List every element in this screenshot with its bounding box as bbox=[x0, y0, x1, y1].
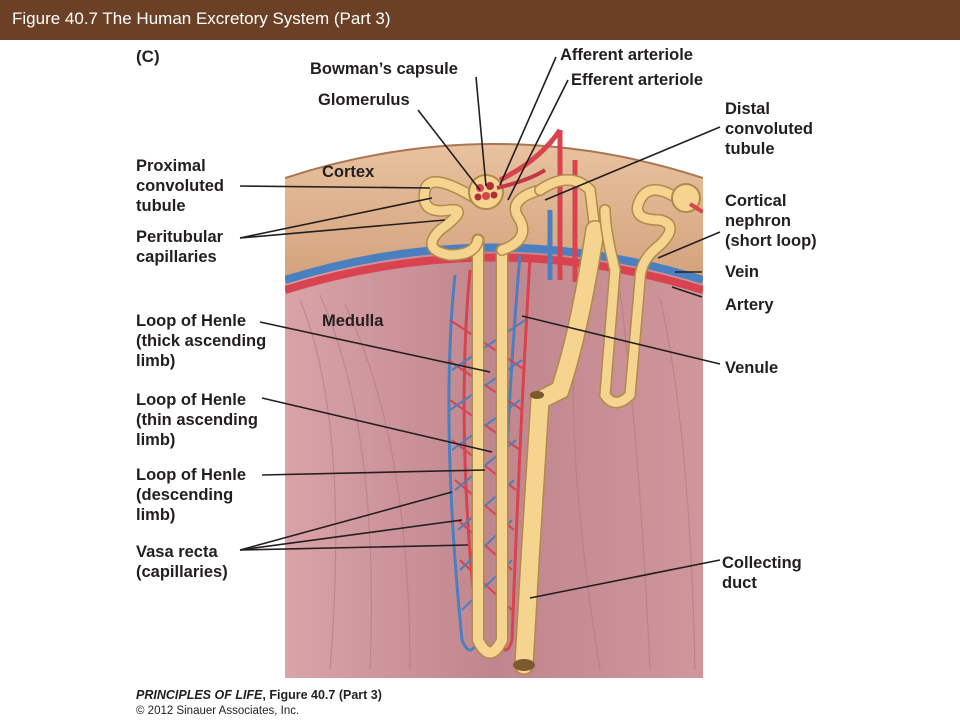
efferent-arteriole-label: Efferent arteriole bbox=[571, 71, 704, 89]
figure-title: Figure 40.7 The Human Excretory System (… bbox=[12, 9, 391, 28]
cortex-label: Cortex bbox=[322, 163, 375, 181]
proximal-tubule bbox=[418, 176, 546, 262]
loop-thin-ascending-label: Loop of Henle (thin ascending limb) bbox=[136, 391, 258, 449]
afferent-arteriole-label: Afferent arteriole bbox=[560, 46, 693, 64]
proximal-tubule-label: Proximal convoluted tubule bbox=[136, 157, 225, 215]
medulla-striations bbox=[299, 289, 696, 671]
loop-descending-label: Loop of Henle (descending limb) bbox=[136, 466, 246, 524]
bowmans-capsule-label: Bowman’s capsule bbox=[310, 60, 458, 78]
book-credit: PRINCIPLES OF LIFE, Figure 40.7 (Part 3) bbox=[136, 688, 382, 702]
leader-lines bbox=[239, 56, 721, 599]
cortical-nephron-label: Cortical nephron (short loop) bbox=[725, 192, 817, 250]
title-bar: Figure 40.7 The Human Excretory System (… bbox=[0, 0, 960, 40]
loop-of-henle bbox=[471, 233, 509, 659]
panel-letter: (C) bbox=[136, 47, 160, 66]
medulla-label: Medulla bbox=[322, 312, 384, 330]
glomerulus-shape bbox=[474, 182, 498, 201]
collecting-duct-shape bbox=[514, 174, 605, 675]
renal-capsule bbox=[285, 143, 703, 179]
copyright: © 2012 Sinauer Associates, Inc. bbox=[136, 705, 300, 717]
distal-tubule-label: Distal convoluted tubule bbox=[725, 100, 814, 158]
artery-label: Artery bbox=[725, 296, 774, 314]
figure-reference: , Figure 40.7 (Part 3) bbox=[262, 688, 382, 702]
vein-label: Vein bbox=[725, 263, 759, 281]
loop-thick-ascending-label: Loop of Henle (thick ascending limb) bbox=[136, 312, 267, 370]
afferent-arteriole-shape bbox=[498, 128, 563, 183]
collecting-duct-opening bbox=[513, 659, 535, 671]
collecting-duct-label: Collecting duct bbox=[722, 554, 802, 592]
glomerulus-label: Glomerulus bbox=[318, 91, 410, 109]
book-title: PRINCIPLES OF LIFE bbox=[136, 688, 263, 702]
arcuate-artery bbox=[285, 253, 703, 294]
venule-label: Venule bbox=[725, 359, 779, 377]
peritubular-capillaries-label: Peritubular capillaries bbox=[136, 228, 224, 266]
efferent-arteriole-shape bbox=[496, 168, 547, 190]
cortical-nephron-shape bbox=[598, 184, 686, 409]
vasa-recta-label: Vasa recta (capillaries) bbox=[136, 543, 228, 581]
outer-space bbox=[285, 70, 703, 178]
